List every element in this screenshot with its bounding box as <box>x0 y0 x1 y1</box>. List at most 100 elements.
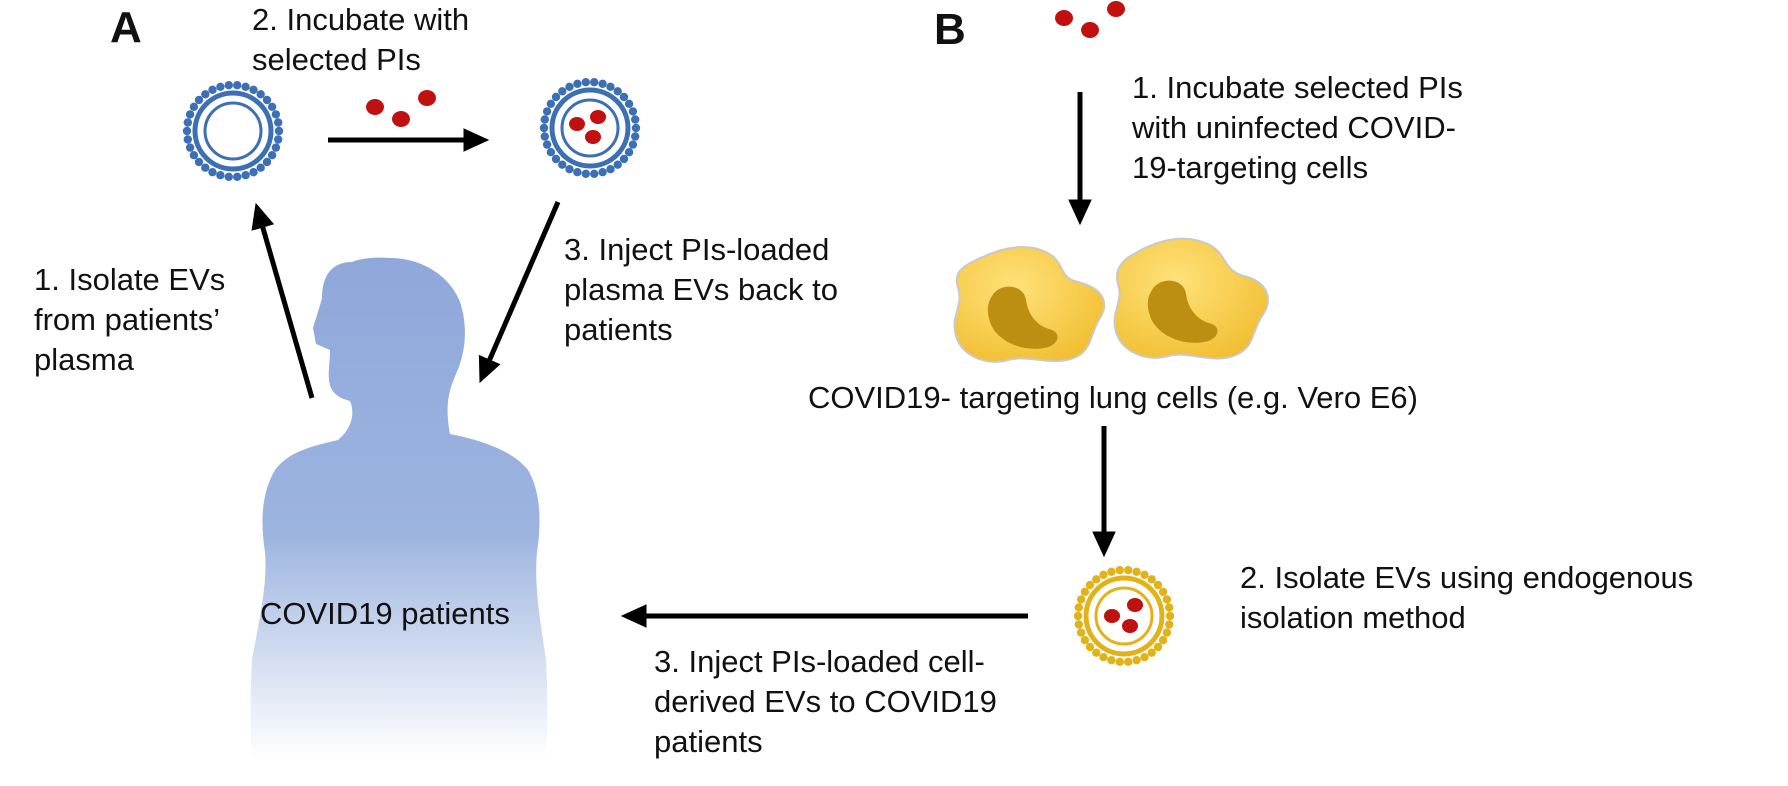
lung-cell-icon <box>953 245 1106 363</box>
plasma-ev-icon <box>192 90 274 172</box>
panel-a-step1-line: plasma <box>34 342 134 377</box>
lipid-head <box>540 115 549 124</box>
lipid-head <box>590 169 599 178</box>
drug-particles-icon <box>1055 1 1125 38</box>
lipid-head <box>1162 595 1172 604</box>
lipid-head <box>619 154 629 164</box>
lipid-head <box>1165 620 1174 629</box>
panel-b-step3-line: derived EVs to COVID19 <box>654 684 997 719</box>
lipid-head <box>628 140 638 149</box>
lipid-head <box>540 132 549 141</box>
lipid-head <box>1107 656 1116 665</box>
panel-b-step3-line: patients <box>654 724 763 759</box>
lipid-head <box>1099 570 1108 579</box>
panel-b-step2-line: isolation method <box>1240 600 1466 635</box>
lipid-head <box>274 126 284 136</box>
lipid-head <box>546 99 556 109</box>
lipid-head <box>241 82 250 92</box>
lipid-head <box>201 163 210 172</box>
lipid-head <box>565 165 574 174</box>
lipid-head <box>1080 587 1090 596</box>
drug-particles-icon <box>366 90 436 127</box>
cell-ev-icon <box>1083 575 1165 657</box>
lung-cells-label: COVID19- targeting lung cells (e.g. Vero… <box>808 380 1418 415</box>
lipid-head <box>271 143 281 152</box>
lipid-head <box>624 99 634 109</box>
lipid-head <box>539 123 549 133</box>
lipid-head <box>241 171 250 180</box>
lipid-head <box>1147 575 1156 584</box>
plasma-ev-membrane <box>182 81 284 181</box>
lipid-head <box>194 95 204 105</box>
lipid-head <box>1074 603 1084 612</box>
lipid-head <box>185 110 195 119</box>
lipid-head <box>233 81 242 90</box>
panel-a-step3-label: 3. Inject PIs-loaded plasma EVs back to … <box>564 230 838 350</box>
lipid-head <box>274 135 283 144</box>
lipid-head <box>1085 580 1095 590</box>
panel-b-step1-label: 1. Incubate selected PIs with uninfected… <box>1132 68 1463 188</box>
lipid-head <box>624 148 634 157</box>
lipid-head <box>224 81 233 90</box>
lipid-head <box>606 82 615 92</box>
lipid-head <box>256 163 265 172</box>
lipid-head <box>1140 570 1149 579</box>
lipid-head <box>185 143 195 152</box>
lipid-head <box>249 85 258 95</box>
lipid-head <box>224 172 233 181</box>
lipid-head <box>1124 657 1133 666</box>
panel-b-label: B <box>934 5 966 54</box>
lipid-head <box>581 78 590 87</box>
panel-a-step1-label: 1. Isolate EVs from patients’ plasma <box>34 260 225 380</box>
panel-b-step3-label: 3. Inject PIs-loaded cell- derived EVs t… <box>654 642 997 762</box>
lipid-head <box>201 90 210 99</box>
lipid-head <box>1074 620 1084 629</box>
lipid-head <box>1107 567 1116 576</box>
lipid-head <box>189 151 199 160</box>
lipid-head <box>613 160 622 169</box>
lipid-head <box>546 148 556 157</box>
lipid-head <box>558 160 567 169</box>
lipid-head <box>1080 636 1090 645</box>
panel-a-step3-line: plasma EVs back to <box>564 272 838 307</box>
panel-a-step1-line: from patients’ <box>34 302 221 337</box>
lipid-head <box>274 118 283 127</box>
cell-ev-membrane <box>1073 566 1175 666</box>
lipid-head <box>183 135 192 144</box>
lipid-head <box>590 78 599 87</box>
arrow-inject-plasma-evs-head <box>478 354 501 384</box>
loaded-ev-icon <box>549 87 631 169</box>
lipid-head <box>1153 580 1163 590</box>
panel-b-step3-line: 3. Inject PIs-loaded cell- <box>654 644 985 679</box>
lung-cell-icon <box>1113 237 1269 360</box>
lipid-head <box>598 168 607 177</box>
panel-b-step1-line: with uninfected COVID- <box>1132 110 1456 145</box>
panel-b-step1-line: 19-targeting cells <box>1132 150 1369 185</box>
lipid-head <box>1073 611 1083 621</box>
lipid-head <box>1162 628 1172 637</box>
lipid-head <box>1147 648 1156 657</box>
lipid-head <box>216 171 225 180</box>
lipid-head <box>606 165 615 174</box>
lipid-head <box>1115 657 1125 666</box>
lipid-head <box>581 169 590 178</box>
lipid-head <box>208 168 217 177</box>
lipid-head <box>208 85 217 95</box>
lipid-head <box>1076 595 1086 604</box>
arrow-inject-plasma-evs <box>487 201 561 361</box>
lipid-head <box>1092 648 1101 657</box>
lipid-head <box>551 154 561 164</box>
lipid-head <box>1165 611 1175 621</box>
lipid-head <box>542 107 552 116</box>
lipid-head <box>262 157 272 167</box>
lipid-head <box>1158 636 1168 645</box>
lipid-head <box>1140 653 1149 662</box>
lipid-head <box>573 168 582 177</box>
lipid-head <box>1165 603 1174 612</box>
lipid-head <box>194 157 204 167</box>
lipid-head <box>233 172 242 181</box>
lipid-head <box>189 102 199 112</box>
arrow-incubate-pis-head <box>463 128 490 152</box>
